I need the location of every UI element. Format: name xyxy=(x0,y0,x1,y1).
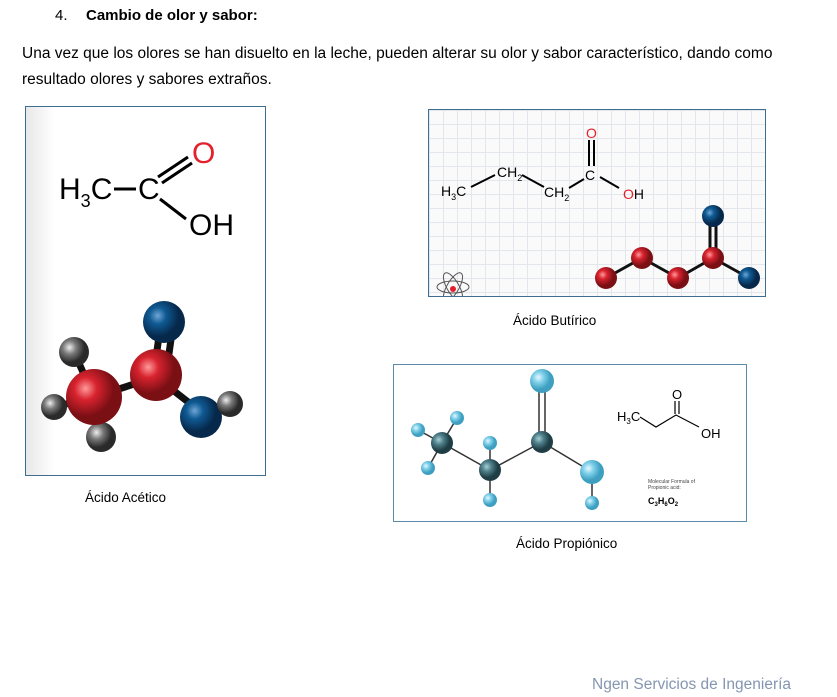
carbon-atom xyxy=(702,247,724,269)
oxygen-label: O xyxy=(192,137,215,170)
carbon-atom xyxy=(130,349,182,401)
carbon-label: C xyxy=(138,173,160,206)
hydrogen-atom xyxy=(483,436,497,450)
oxygen-label: O xyxy=(672,387,682,402)
formula-caption: Propionic acid: xyxy=(648,485,681,491)
h3c-label: H3C xyxy=(441,183,466,202)
carbon-atom xyxy=(66,369,122,425)
oxygen-atom xyxy=(702,205,724,227)
carbon-label: C xyxy=(585,167,595,183)
h3c-label: H3C xyxy=(617,409,640,426)
hydrogen-atom xyxy=(411,423,425,437)
oxygen-label: O xyxy=(586,125,597,141)
h3c-label: H3C xyxy=(59,173,112,211)
carbon-atom xyxy=(667,267,689,289)
hydroxyl-label: OH xyxy=(189,209,234,242)
list-number: 4. xyxy=(55,7,68,24)
hydrogen-atom xyxy=(483,493,497,507)
carbon-atom xyxy=(631,247,653,269)
hydrogen-atom xyxy=(421,461,435,475)
ch2-label: CH2 xyxy=(497,164,522,183)
oxygen-atom xyxy=(738,267,760,289)
hydroxyl-label: OH xyxy=(623,186,644,202)
oxygen-atom xyxy=(530,369,554,393)
propionic-acid-structure: H3C O OH Molecular Formula of Propionic … xyxy=(411,369,721,510)
propionic-acid-image: H3C O OH Molecular Formula of Propionic … xyxy=(393,364,747,522)
butyric-acid-structure: H3C CH2 CH2 C O OH xyxy=(436,125,760,296)
butyric-acid-image: H3C CH2 CH2 C O OH xyxy=(428,109,766,297)
hydrogen-atom xyxy=(41,394,67,420)
carbon-atom xyxy=(595,267,617,289)
formula-caption: Molecular Formula of xyxy=(648,479,696,485)
oxygen-atom xyxy=(580,460,604,484)
hydrogen-atom xyxy=(450,411,464,425)
footer-company: Ngen Servicios de Ingeniería xyxy=(592,676,792,693)
acetic-acid-structure: H3C C O OH xyxy=(41,137,243,452)
hydrogen-atom xyxy=(86,422,116,452)
atom-logo-icon xyxy=(436,272,470,296)
carbon-atom xyxy=(431,432,453,454)
hydrogen-atom xyxy=(59,337,89,367)
ch2-label: CH2 xyxy=(544,184,569,203)
carbon-atom xyxy=(531,431,553,453)
caption-acetic-acid: Ácido Acético xyxy=(85,490,167,505)
section-heading: Cambio de olor y sabor: xyxy=(86,7,258,24)
hydroxyl-label: OH xyxy=(701,426,721,441)
caption-butyric-acid: Ácido Butírico xyxy=(513,313,597,328)
caption-propionic-acid: Ácido Propiónico xyxy=(516,536,618,551)
hydrogen-atom xyxy=(585,496,599,510)
oxygen-atom xyxy=(180,396,222,438)
acetic-acid-image: H3C C O OH xyxy=(25,106,266,476)
body-paragraph: Una vez que los olores se han disuelto e… xyxy=(22,45,773,88)
oxygen-atom xyxy=(143,301,185,343)
carbon-atom xyxy=(479,459,501,481)
hydrogen-atom xyxy=(217,391,243,417)
molecular-formula: C3H6O2 xyxy=(648,496,679,508)
